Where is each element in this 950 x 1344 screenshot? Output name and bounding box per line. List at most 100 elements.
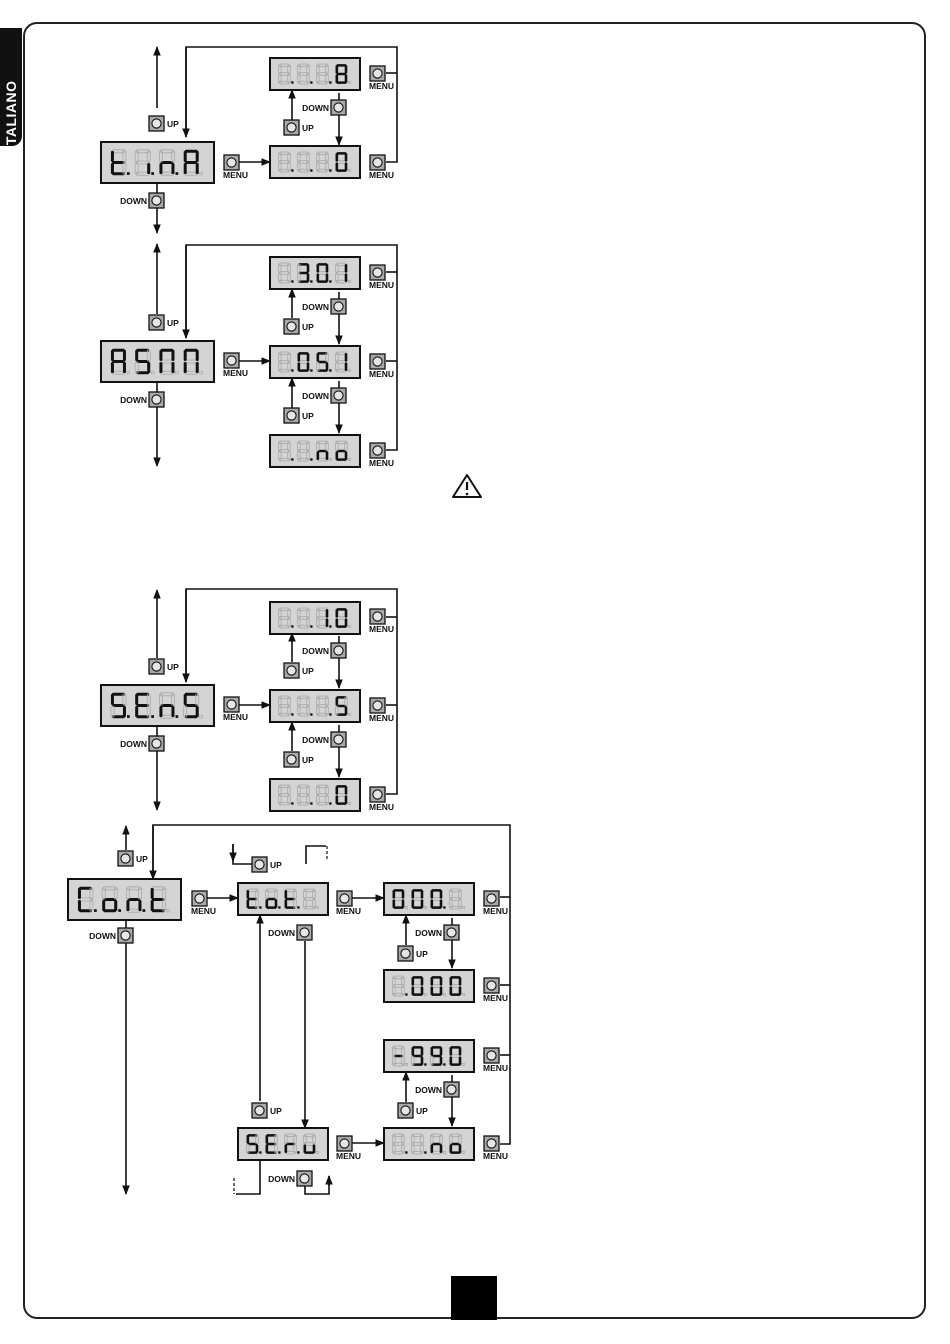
up-button-label: UP bbox=[302, 666, 314, 676]
up-button-label: UP bbox=[167, 318, 179, 328]
menu-button-label: MENU bbox=[336, 906, 361, 916]
up-button-label: UP bbox=[416, 1106, 428, 1116]
up-button[interactable]: UP bbox=[284, 663, 314, 678]
down-button[interactable]: DOWN bbox=[302, 100, 346, 115]
menu-button-label: MENU bbox=[223, 170, 248, 180]
up-button[interactable]: UP bbox=[118, 851, 148, 866]
up-button[interactable]: UP bbox=[284, 120, 314, 135]
menu-button[interactable]: MENU bbox=[369, 443, 394, 468]
up-button-label: UP bbox=[302, 411, 314, 421]
menu-button[interactable]: MENU bbox=[336, 1136, 361, 1161]
menu-button[interactable]: MENU bbox=[369, 787, 394, 812]
up-button-label: UP bbox=[302, 755, 314, 765]
down-button[interactable]: DOWN bbox=[120, 736, 164, 751]
down-button[interactable]: DOWN bbox=[89, 928, 133, 943]
value-display bbox=[270, 58, 360, 90]
down-button-label: DOWN bbox=[415, 1085, 442, 1095]
main-display-tina bbox=[101, 142, 214, 183]
value-display bbox=[384, 1040, 474, 1072]
menu-button[interactable]: MENU bbox=[369, 265, 394, 290]
menu-button-label: MENU bbox=[369, 458, 394, 468]
menu-button[interactable]: MENU bbox=[483, 1136, 508, 1161]
down-button-label: DOWN bbox=[120, 739, 147, 749]
down-button-label: DOWN bbox=[302, 103, 329, 113]
down-button-label: DOWN bbox=[302, 302, 329, 312]
menu-button[interactable]: MENU bbox=[483, 1048, 508, 1073]
menu-button[interactable]: MENU bbox=[369, 354, 394, 379]
up-button[interactable]: UP bbox=[284, 319, 314, 334]
menu-button-label: MENU bbox=[483, 1063, 508, 1073]
submenu-display-tot bbox=[238, 883, 328, 915]
down-button-label: DOWN bbox=[120, 196, 147, 206]
up-button[interactable]: UP bbox=[284, 408, 314, 423]
down-button-label: DOWN bbox=[120, 395, 147, 405]
value-display bbox=[384, 883, 474, 915]
up-button-label: UP bbox=[167, 119, 179, 129]
value-display bbox=[270, 346, 360, 378]
down-button-label: DOWN bbox=[302, 735, 329, 745]
down-button[interactable]: DOWN bbox=[302, 643, 346, 658]
up-button[interactable]: UP bbox=[252, 1103, 282, 1118]
up-button-label: UP bbox=[270, 860, 282, 870]
down-button-label: DOWN bbox=[302, 646, 329, 656]
up-button-label: UP bbox=[270, 1106, 282, 1116]
down-button-label: DOWN bbox=[415, 928, 442, 938]
down-button-label: DOWN bbox=[268, 1174, 295, 1184]
menu-button[interactable]: MENU bbox=[369, 609, 394, 634]
menu-button-label: MENU bbox=[369, 170, 394, 180]
up-button-label: UP bbox=[302, 322, 314, 332]
down-button[interactable]: DOWN bbox=[415, 925, 459, 940]
menu-button-label: MENU bbox=[369, 280, 394, 290]
submenu-display-serv bbox=[238, 1128, 328, 1160]
down-button[interactable]: DOWN bbox=[268, 1171, 312, 1186]
menu-button[interactable]: MENU bbox=[369, 698, 394, 723]
menu-button-label: MENU bbox=[369, 81, 394, 91]
down-button-label: DOWN bbox=[89, 931, 116, 941]
menu-button-label: MENU bbox=[369, 369, 394, 379]
main-display-cont bbox=[68, 879, 181, 920]
up-button[interactable]: UP bbox=[252, 857, 282, 872]
down-button[interactable]: DOWN bbox=[120, 392, 164, 407]
menu-button[interactable]: MENU bbox=[369, 66, 394, 91]
main-display-asm bbox=[101, 341, 214, 382]
value-display bbox=[270, 690, 360, 722]
menu-button-label: MENU bbox=[483, 906, 508, 916]
menu-button-label: MENU bbox=[223, 368, 248, 378]
main-display-sens bbox=[101, 685, 214, 726]
menu-button-label: MENU bbox=[191, 906, 216, 916]
value-display bbox=[270, 257, 360, 289]
menu-button[interactable]: MENU bbox=[223, 697, 248, 722]
loop-line bbox=[306, 846, 326, 864]
menu-button[interactable]: MENU bbox=[223, 155, 248, 180]
menu-button-label: MENU bbox=[483, 993, 508, 1003]
warning-triangle-icon bbox=[453, 475, 481, 497]
up-button[interactable]: UP bbox=[149, 116, 179, 131]
up-button[interactable]: UP bbox=[149, 659, 179, 674]
menu-button[interactable]: MENU bbox=[191, 891, 216, 916]
up-button[interactable]: UP bbox=[284, 752, 314, 767]
down-button-label: DOWN bbox=[302, 391, 329, 401]
down-button[interactable]: DOWN bbox=[415, 1082, 459, 1097]
menu-button-label: MENU bbox=[223, 712, 248, 722]
menu-button[interactable]: MENU bbox=[336, 891, 361, 916]
down-button[interactable]: DOWN bbox=[302, 388, 346, 403]
up-button[interactable]: UP bbox=[149, 315, 179, 330]
down-button[interactable]: DOWN bbox=[120, 193, 164, 208]
menu-button-label: MENU bbox=[369, 713, 394, 723]
up-button-label: UP bbox=[416, 949, 428, 959]
up-button-label: UP bbox=[136, 854, 148, 864]
menu-button[interactable]: MENU bbox=[483, 891, 508, 916]
menu-button[interactable]: MENU bbox=[483, 978, 508, 1003]
up-button[interactable]: UP bbox=[398, 946, 428, 961]
menu-button[interactable]: MENU bbox=[369, 155, 394, 180]
down-button[interactable]: DOWN bbox=[302, 299, 346, 314]
value-display bbox=[384, 1128, 474, 1160]
down-button[interactable]: DOWN bbox=[302, 732, 346, 747]
menu-button-label: MENU bbox=[369, 802, 394, 812]
down-button-label: DOWN bbox=[268, 928, 295, 938]
menu-button[interactable]: MENU bbox=[223, 353, 248, 378]
down-button[interactable]: DOWN bbox=[268, 925, 312, 940]
value-display bbox=[270, 435, 360, 467]
up-button[interactable]: UP bbox=[398, 1103, 428, 1118]
